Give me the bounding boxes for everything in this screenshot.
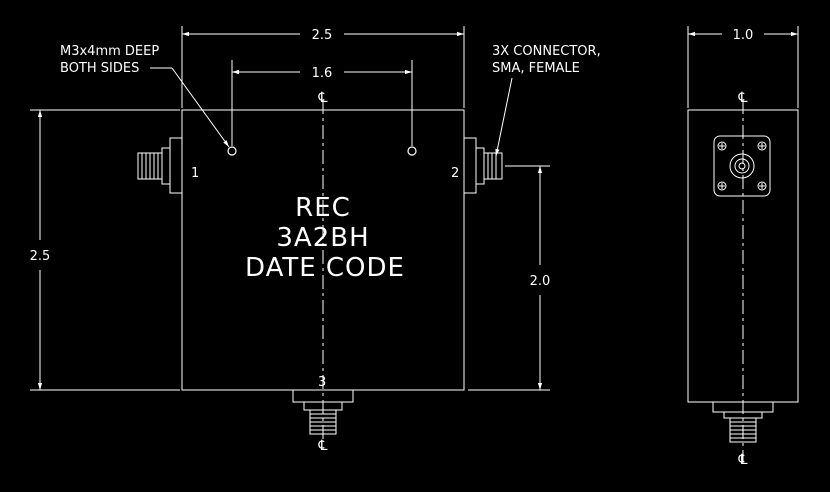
mounting-hole-left <box>227 146 237 156</box>
side-connector-flange <box>713 135 771 197</box>
dim-hole-spacing-label: 1.6 <box>312 66 333 81</box>
leader-holes-arrow <box>171 67 230 148</box>
port-2-label: 2 <box>451 166 459 181</box>
connector-port-2 <box>463 137 503 194</box>
dim-side-width <box>687 26 799 108</box>
note-connector-line1: 3X CONNECTOR, <box>492 44 601 59</box>
label-line3: DATE CODE <box>245 253 405 283</box>
note-connector-line2: SMA, FEMALE <box>492 61 580 76</box>
dim-hole-spacing <box>231 60 413 146</box>
side-centerline-symbol-bottom: ℄ <box>738 452 748 468</box>
connector-port-3 <box>292 389 354 435</box>
dim-right-height <box>468 165 550 391</box>
connector-port-1 <box>137 137 183 194</box>
note-holes-line1: M3x4mm DEEP <box>60 44 159 59</box>
dim-top-width-label: 2.5 <box>312 28 333 43</box>
dim-right-height-label: 2.0 <box>530 274 551 289</box>
port-1-label: 1 <box>191 166 199 181</box>
centerline-symbol-bottom: ℄ <box>318 438 328 454</box>
dim-top-width <box>181 26 465 108</box>
label-line1: REC <box>295 193 351 223</box>
label-line2: 3A2BH <box>276 223 369 253</box>
centerline-symbol-top: ℄ <box>318 90 328 106</box>
dim-left-height-label: 2.5 <box>30 249 51 264</box>
note-holes-line2: BOTH SIDES <box>60 61 139 76</box>
port-3-label: 3 <box>318 375 326 390</box>
dim-side-width-label: 1.0 <box>733 28 754 43</box>
mounting-hole-right <box>407 146 417 156</box>
dim-left-height <box>30 109 180 391</box>
leader-connector <box>495 77 513 157</box>
side-connector-bottom <box>712 401 774 443</box>
side-centerline-symbol-top: ℄ <box>738 90 748 106</box>
